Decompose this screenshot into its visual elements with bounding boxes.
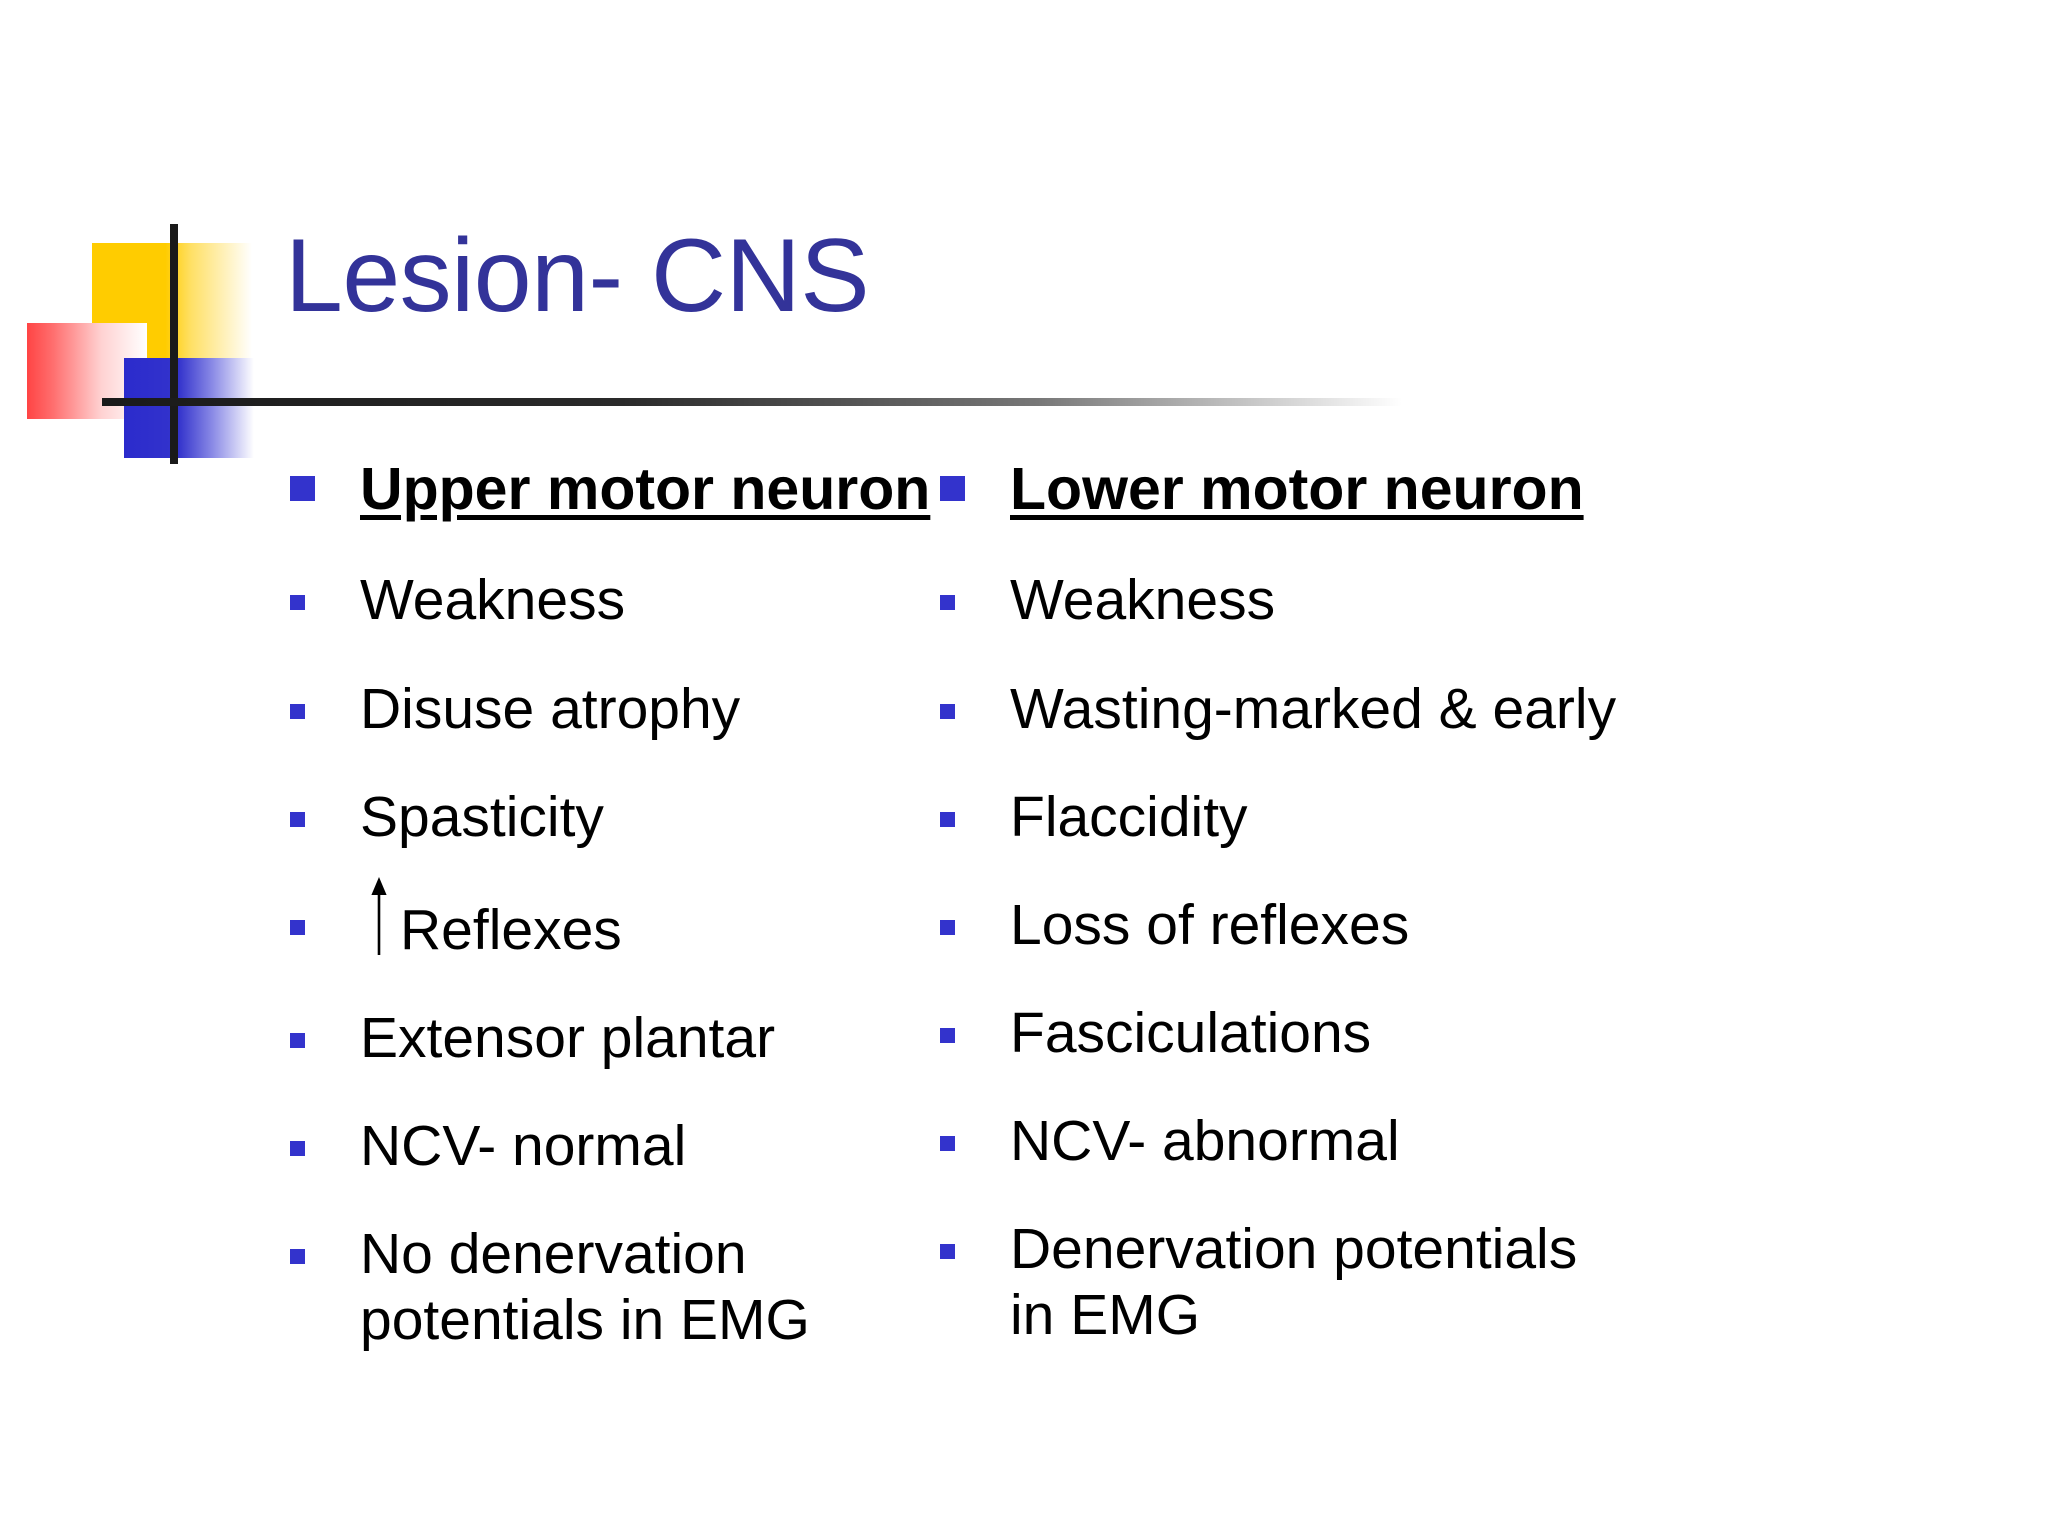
- square-bullet-icon: [290, 703, 305, 719]
- list-item: Weakness: [940, 567, 1965, 633]
- list-item: NCV- abnormal: [940, 1108, 1965, 1174]
- list-item: No denervation potentials in EMG: [290, 1221, 865, 1353]
- square-bullet-icon: [940, 919, 955, 935]
- list-item: Spasticity: [290, 784, 865, 850]
- square-bullet-icon: [290, 1032, 305, 1048]
- slide-decoration-logo: [0, 0, 300, 464]
- square-bullet-icon: [940, 1135, 955, 1151]
- square-bullet-icon: [940, 595, 955, 611]
- list-item-label: NCV- abnormal: [1010, 1108, 1400, 1173]
- square-bullet-icon: [940, 811, 955, 827]
- list-item: Wasting-marked & early: [940, 676, 1965, 742]
- list-item: Fasciculations: [940, 1000, 1965, 1066]
- square-bullet-icon: [940, 1027, 955, 1043]
- column-heading-label: Upper motor neuron: [360, 456, 931, 522]
- list-item-label: NCV- normal: [360, 1113, 687, 1178]
- square-bullet-icon: [290, 595, 305, 611]
- list-item-heading: Upper motor neuron: [290, 455, 930, 523]
- list-item-label: Wasting-marked & early: [1010, 676, 1617, 741]
- square-bullet-icon: [940, 1244, 955, 1260]
- horizontal-divider-rule: [102, 398, 1402, 406]
- square-bullet-icon: [290, 811, 305, 827]
- square-bullet-icon: [290, 919, 305, 935]
- list-item-label: Extensor plantar: [360, 1005, 776, 1070]
- square-bullet-icon: [290, 476, 315, 501]
- column-upper-motor-neuron: Upper motor neuron Weakness Disuse atrop…: [0, 455, 930, 1395]
- list-item-heading: Lower motor neuron: [940, 455, 1965, 523]
- list-item-label: Fasciculations: [1010, 1000, 1372, 1065]
- list-item-label: Weakness: [1010, 568, 1276, 633]
- yellow-square-decoration: [92, 243, 252, 368]
- list-item-label: Denervation potentials in EMG: [1010, 1217, 1578, 1348]
- slide-body: Upper motor neuron Weakness Disuse atrop…: [0, 455, 2048, 1395]
- list-item-label: Spasticity: [360, 784, 604, 849]
- column-lower-motor-neuron: Lower motor neuron Weakness Wasting-mark…: [865, 455, 1965, 1395]
- list-item: Disuse atrophy: [290, 676, 865, 742]
- square-bullet-icon: [940, 703, 955, 719]
- up-arrow-icon: [360, 876, 400, 955]
- vertical-rule-decoration: [170, 224, 178, 464]
- list-item: Extensor plantar: [290, 1005, 865, 1071]
- list-item: NCV- normal: [290, 1113, 865, 1179]
- list-item: Loss of reflexes: [940, 892, 1965, 958]
- list-item-text: Reflexes: [400, 897, 622, 962]
- square-bullet-icon: [940, 476, 965, 501]
- list-item-label: Reflexes: [360, 876, 622, 963]
- list-item: Flaccidity: [940, 784, 1965, 850]
- list-item-label: Loss of reflexes: [1010, 892, 1410, 957]
- slide-title: Lesion- CNS: [285, 218, 870, 334]
- square-bullet-icon: [290, 1140, 305, 1156]
- list-item: Denervation potentials in EMG: [940, 1216, 1965, 1348]
- list-item-label: Disuse atrophy: [360, 676, 741, 741]
- list-item-label: Weakness: [360, 568, 626, 633]
- square-bullet-icon: [290, 1249, 305, 1265]
- list-item: Weakness: [290, 567, 865, 633]
- blue-square-decoration: [124, 358, 254, 458]
- list-item-label: No denervation potentials in EMG: [360, 1222, 810, 1353]
- list-item: Reflexes: [290, 876, 865, 963]
- list-item-label: Flaccidity: [1010, 784, 1248, 849]
- column-heading-label: Lower motor neuron: [1010, 456, 1584, 522]
